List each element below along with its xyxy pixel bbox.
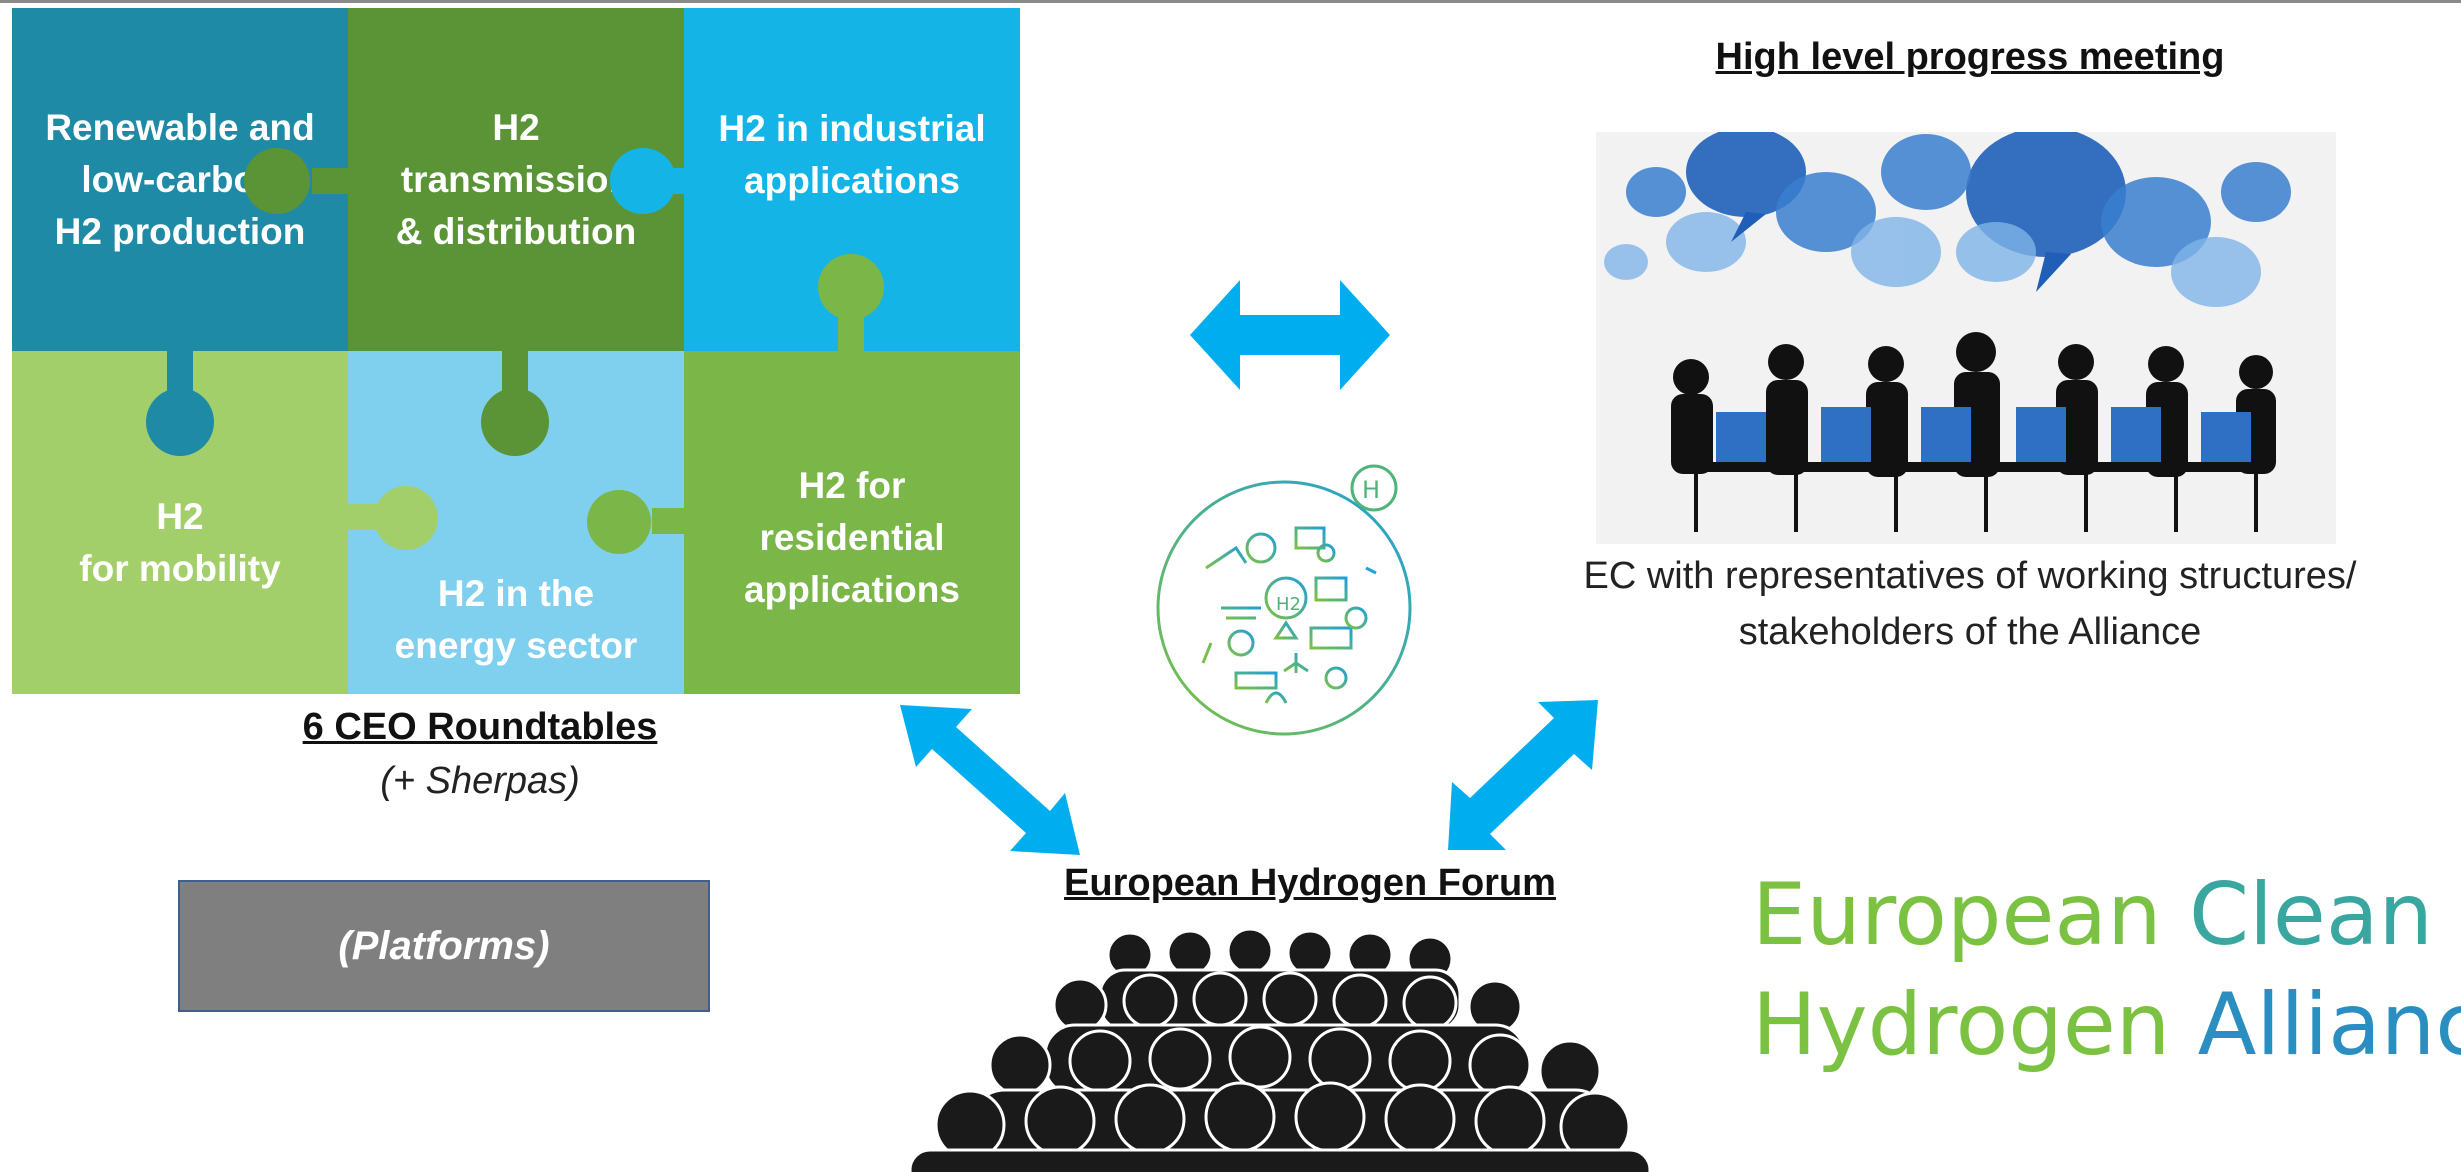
hydrogen-alliance-logo: H H2 <box>1156 464 1412 736</box>
puzzle-connector <box>167 328 193 398</box>
double-arrow-icon <box>1190 280 1390 390</box>
piece-label-transmission: H2 transmission & distribution <box>395 106 637 252</box>
progress-meeting-title: High level progress meeting <box>1715 36 2225 78</box>
platforms-box: (Platforms) <box>178 880 710 1012</box>
puzzle-tab <box>610 148 676 214</box>
svg-text:H: H <box>1362 476 1380 504</box>
puzzle-tab <box>244 148 310 214</box>
audience-illustration <box>908 927 1652 1172</box>
puzzle-connector <box>312 168 372 194</box>
piece-label-mobility: H2 for mobility <box>79 495 281 589</box>
puzzle-tab <box>146 388 214 456</box>
alliance-brand-wordmark: European Clean Hydrogen Alliance <box>1752 860 2461 1080</box>
brand-word: European <box>1752 865 2162 965</box>
puzzle-tab <box>374 486 438 550</box>
piece-label-industrial: H2 in industrial applications <box>718 108 986 201</box>
puzzle-connector <box>502 328 528 398</box>
roundtables-puzzle: Renewable and low-carbon H2 production H… <box>12 8 1020 694</box>
brand-line-2: Hydrogen Alliance <box>1752 970 2461 1080</box>
piece-label-residential: H2 for residential applications <box>744 464 960 610</box>
brand-line-1: European Clean <box>1752 860 2461 970</box>
meeting-illustration <box>1596 132 2336 544</box>
puzzle-connector <box>652 508 692 534</box>
double-arrow-icon <box>900 705 1080 855</box>
roundtables-subtitle: (+ Sherpas) <box>380 760 580 802</box>
brand-word: Hydrogen <box>1752 975 2171 1075</box>
brand-word: Clean <box>2188 865 2434 965</box>
brand-word: Alliance <box>2197 975 2461 1075</box>
puzzle-tab <box>587 490 651 554</box>
puzzle-tab <box>481 388 549 456</box>
roundtables-title: 6 CEO Roundtables <box>302 706 658 748</box>
puzzle-tab <box>818 254 884 320</box>
top-divider <box>0 0 2461 3</box>
piece-label-production: Renewable and low-carbon H2 production <box>45 106 315 252</box>
platforms-label: (Platforms) <box>338 923 550 968</box>
forum-title: European Hydrogen Forum <box>1064 862 1556 904</box>
logo-badge: H2 <box>1276 594 1301 615</box>
puzzle-piece-residential: H2 for residential applications <box>684 351 1020 694</box>
progress-meeting-description: EC with representatives of working struc… <box>1583 555 2357 653</box>
piece-label-energy: H2 in the energy sector <box>394 573 638 666</box>
double-arrow-icon <box>1448 700 1598 850</box>
